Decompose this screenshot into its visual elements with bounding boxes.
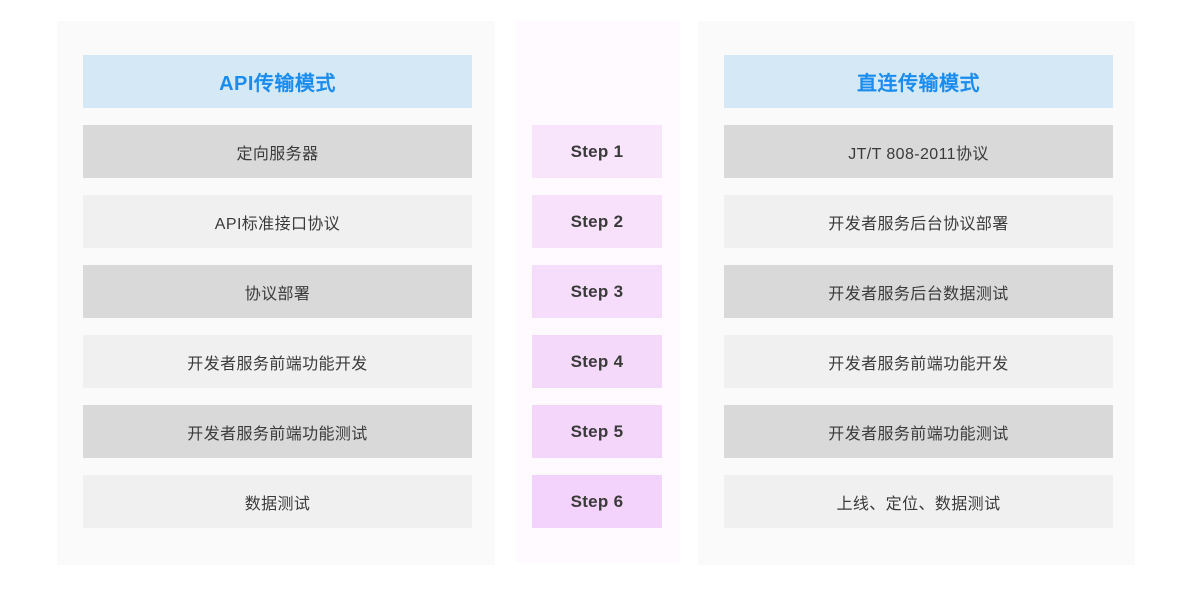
api-mode-row-label: 定向服务器 bbox=[236, 145, 319, 163]
step-box: Step 2 bbox=[532, 195, 662, 248]
api-mode-row: 开发者服务前端功能测试 bbox=[83, 405, 472, 458]
api-mode-row: 协议部署 bbox=[83, 265, 472, 318]
direct-mode-row: 开发者服务后台协议部署 bbox=[724, 195, 1113, 248]
step-label: Step 3 bbox=[570, 281, 624, 301]
api-mode-panel: API传输模式 定向服务器 API标准接口协议协议部署开发者服务前端功能开发开发者… bbox=[57, 21, 495, 565]
direct-mode-row-label: JT/T 808-2011协议 bbox=[848, 145, 989, 163]
direct-mode-row: 开发者服务后台数据测试 bbox=[724, 265, 1113, 318]
api-mode-row: 定向服务器 bbox=[83, 125, 472, 178]
direct-mode-row-label: 开发者服务前端功能开发 bbox=[828, 355, 1009, 373]
step-label: Step 6 bbox=[570, 491, 624, 511]
step-label: Step 5 bbox=[570, 421, 624, 441]
direct-mode-row: 开发者服务前端功能开发 bbox=[724, 335, 1113, 388]
step-label: Step 1 bbox=[570, 141, 624, 161]
api-mode-header: API传输模式 bbox=[83, 55, 472, 108]
steps-panel: Step 1 Step 2 Step 3 Step 4 Step 5 Step 6 bbox=[515, 21, 680, 562]
direct-mode-row-label: 开发者服务前端功能测试 bbox=[828, 425, 1009, 443]
direct-mode-header: 直连传输模式 bbox=[724, 55, 1113, 108]
direct-mode-row: JT/T 808-2011协议 bbox=[724, 125, 1113, 178]
direct-mode-row: 上线、定位、数据测试 bbox=[724, 475, 1113, 528]
step-label: Step 2 bbox=[570, 211, 624, 231]
direct-mode-row-list: JT/T 808-2011协议开发者服务后台协议部署开发者服务后台数据测试开发者… bbox=[724, 125, 1113, 545]
step-box: Step 5 bbox=[532, 405, 662, 458]
api-mode-row-label: 开发者服务前端功能开发 bbox=[187, 355, 368, 373]
direct-mode-row-label: 上线、定位、数据测试 bbox=[836, 495, 1001, 513]
api-mode-row: 数据测试 bbox=[83, 475, 472, 528]
step-box: Step 1 bbox=[532, 125, 662, 178]
direct-mode-row-label: 开发者服务后台协议部署 bbox=[828, 215, 1009, 233]
api-mode-row: 开发者服务前端功能开发 bbox=[83, 335, 472, 388]
step-label: Step 4 bbox=[570, 351, 624, 371]
api-mode-row-label: 开发者服务前端功能测试 bbox=[187, 425, 368, 443]
step-box: Step 6 bbox=[532, 475, 662, 528]
step-box: Step 3 bbox=[532, 265, 662, 318]
direct-mode-row-label: 开发者服务后台数据测试 bbox=[828, 285, 1009, 303]
api-mode-row-label: 协议部署 bbox=[244, 285, 311, 303]
step-list: Step 1 Step 2 Step 3 Step 4 Step 5 Step 6 bbox=[532, 125, 662, 545]
direct-mode-panel: 直连传输模式 JT/T 808-2011协议开发者服务后台协议部署开发者服务后台… bbox=[698, 21, 1135, 565]
api-mode-row: API标准接口协议 bbox=[83, 195, 472, 248]
api-mode-row-label: 数据测试 bbox=[244, 495, 311, 513]
api-mode-row-list: 定向服务器 API标准接口协议协议部署开发者服务前端功能开发开发者服务前端功能测试… bbox=[83, 125, 472, 545]
api-mode-row-label: API标准接口协议 bbox=[214, 215, 341, 233]
step-box: Step 4 bbox=[532, 335, 662, 388]
direct-mode-row: 开发者服务前端功能测试 bbox=[724, 405, 1113, 458]
